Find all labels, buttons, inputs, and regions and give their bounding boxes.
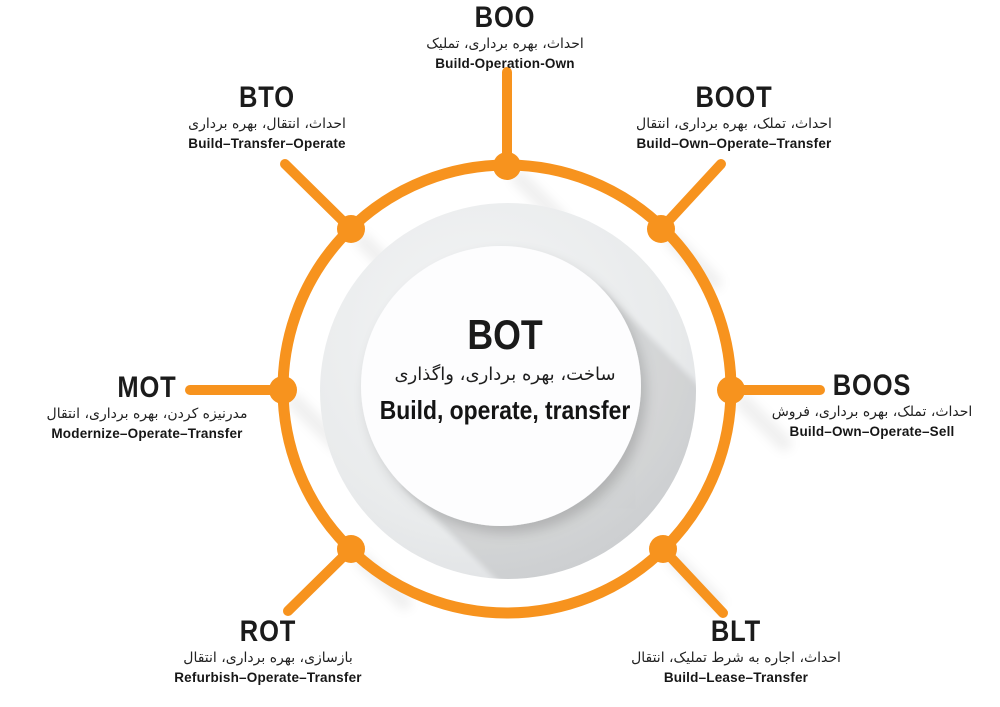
spokes [185, 67, 825, 618]
node-label-rot: ROT بازسازی، بهره برداری، انتقال Refurbi… [138, 616, 398, 687]
center-title: BOT [467, 311, 543, 358]
dot-boot [647, 215, 675, 243]
dot-mot [269, 376, 297, 404]
node-label-boos: BOOS احداث، تملک، بهره برداری، فروش Buil… [742, 370, 1000, 441]
node-subtitle-english: Build–Own–Operate–Transfer [636, 136, 832, 151]
node-dots [269, 152, 745, 563]
center-subtitle-farsi: ساخت، بهره برداری، واگذاری [394, 364, 616, 385]
node-title: BOOT [695, 81, 773, 114]
node-subtitle-farsi: احداث، تملک، بهره برداری، انتقال [636, 116, 832, 132]
node-title: ROT [239, 615, 297, 648]
spoke-rot [283, 544, 356, 616]
node-subtitle-english: Build–Transfer–Operate [188, 136, 346, 151]
white-disk [361, 246, 641, 526]
spoke-boot [656, 159, 726, 234]
dot-blt [649, 535, 677, 563]
node-subtitle-english: Refurbish–Operate–Transfer [174, 670, 362, 685]
node-title: BOOS [832, 369, 912, 402]
spoke-bto [280, 159, 356, 234]
node-title: BOO [474, 1, 536, 34]
spoke-blt [658, 544, 728, 618]
node-title: BTO [239, 81, 295, 114]
node-label-boo: BOO احداث، بهره برداری، تملیک Build-Oper… [375, 2, 635, 73]
node-subtitle-farsi: احداث، بهره برداری، تملیک [426, 36, 584, 52]
node-subtitle-english: Build-Operation-Own [435, 56, 575, 71]
center-label-bot: BOT ساخت، بهره برداری، واگذاری Build, op… [355, 312, 655, 429]
node-subtitle-english: Modernize–Operate–Transfer [51, 426, 243, 441]
node-subtitle-english: Build–Lease–Transfer [663, 670, 809, 685]
center-subtitle-english: Build, operate, transfer [379, 395, 631, 425]
node-subtitle-farsi: احداث، انتقال، بهره برداری [188, 116, 346, 132]
dot-boo [493, 152, 521, 180]
node-subtitle-farsi: بازسازی، بهره برداری، انتقال [183, 650, 353, 666]
node-subtitle-farsi: احداث، تملک، بهره برداری، فروش [771, 404, 973, 420]
node-title: MOT [117, 371, 177, 404]
node-label-mot: MOT مدرنیزه کردن، بهره برداری، انتقال Mo… [17, 372, 277, 443]
dot-boos [717, 376, 745, 404]
dot-rot [337, 535, 365, 563]
node-subtitle-farsi: مدرنیزه کردن، بهره برداری، انتقال [46, 406, 248, 422]
node-label-boot: BOOT احداث، تملک، بهره برداری، انتقال Bu… [604, 82, 864, 153]
node-subtitle-english: Build–Own–Operate–Sell [789, 424, 955, 439]
dot-bto [337, 215, 365, 243]
node-label-bto: BTO احداث، انتقال، بهره برداری Build–Tra… [137, 82, 397, 153]
node-title: BLT [710, 615, 762, 648]
node-label-blt: BLT احداث، اجاره به شرط تملیک، انتقال Bu… [606, 616, 866, 687]
node-subtitle-farsi: احداث، اجاره به شرط تملیک، انتقال [631, 650, 841, 666]
